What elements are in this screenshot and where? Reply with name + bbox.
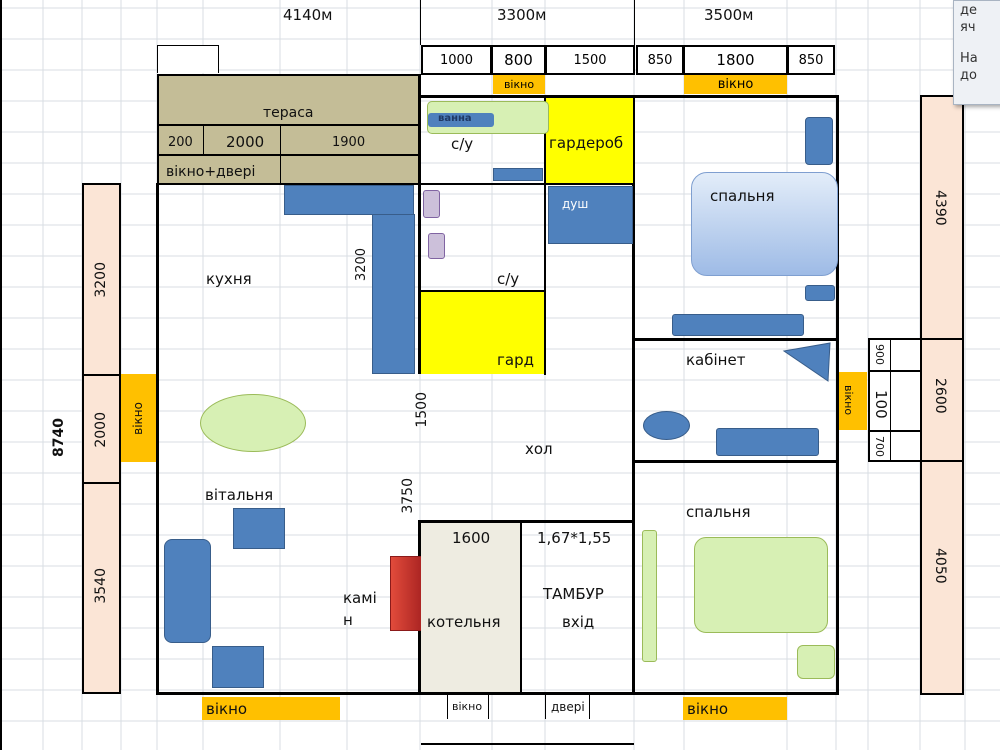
wardrobe-small-label: гард	[497, 351, 534, 369]
window-right-label: вікно	[842, 385, 855, 416]
dining-table	[200, 394, 306, 452]
study-chair	[643, 411, 690, 440]
boiler-room	[421, 523, 520, 692]
dim-right-3: 4050	[932, 548, 948, 584]
living-dim: 3750	[400, 478, 416, 514]
dim-sub-4: 850	[636, 45, 684, 75]
toilet-2	[428, 233, 445, 259]
dresser-1	[672, 314, 804, 336]
window-bottom-right	[683, 697, 787, 720]
window-top-right: вікно	[684, 75, 787, 94]
dim-right-small-2: 100	[872, 390, 890, 419]
terrace-dim-2: 2000	[226, 133, 265, 151]
dim-sub-1: 1000	[421, 45, 492, 75]
dim-right-2: 2600	[932, 378, 948, 414]
terrace-dim-1: 200	[168, 135, 193, 150]
dim-right-col	[920, 95, 964, 695]
toilet-1	[423, 190, 440, 218]
dim-right-small-1: 900	[873, 344, 886, 365]
wardrobe-bed2	[642, 530, 657, 662]
dim-left-col	[82, 183, 121, 694]
dim-sub-6: 850	[787, 45, 835, 75]
nightstand-2	[805, 285, 835, 301]
comment-note: де яч На до	[953, 0, 1000, 105]
window-left	[121, 374, 156, 462]
dim-sub-3: 1500	[545, 45, 635, 75]
wc1-counter	[493, 168, 543, 181]
terrace-window-door: вікно+двері	[166, 164, 256, 180]
terrace-dim-3: 1900	[332, 135, 366, 150]
dim-top-1: 4140м	[283, 6, 333, 24]
fireplace-label: камі н	[343, 589, 377, 629]
shower	[548, 186, 633, 244]
wardrobe-label: гардероб	[549, 134, 624, 152]
window-left-label: вікно	[131, 402, 145, 435]
kitchen-label: кухня	[206, 270, 252, 288]
wc2-label: с/у	[497, 270, 520, 288]
entrance-label: вхід	[562, 613, 595, 631]
terrace-label: тераса	[263, 105, 314, 121]
wardrobe-small	[421, 292, 544, 374]
bed-1	[691, 172, 838, 276]
window-bottom-mid: вікно	[452, 700, 483, 713]
dim-left-3: 3540	[93, 568, 109, 604]
bed-2	[694, 537, 828, 633]
dim-right-small-3: 700	[873, 436, 886, 457]
wardrobe	[546, 98, 633, 183]
dim-left-2: 2000	[93, 412, 109, 448]
dim-right-small	[868, 338, 920, 462]
study-desk	[716, 428, 819, 456]
shower-label: душ	[562, 197, 589, 211]
sofa	[164, 539, 211, 643]
dim-sub-5: 1800	[683, 45, 788, 75]
window-top-left: вікно	[493, 75, 545, 94]
boiler-dim: 1600	[452, 529, 491, 547]
dim-sub-2: 800	[491, 45, 546, 75]
bedroom2-label: спальня	[686, 503, 751, 521]
dim-right-1: 4390	[932, 190, 948, 226]
vestibule-label: ТАМБУР	[543, 585, 604, 603]
hall-dim: 1500	[414, 392, 430, 428]
kitchen-counter-top	[284, 185, 414, 215]
boiler-label: котельня	[427, 613, 501, 631]
dim-top-3: 3500м	[704, 6, 754, 24]
kitchen-counter-side	[372, 214, 415, 374]
window-bottom-left	[202, 697, 340, 720]
vestibule-dim: 1,67*1,55	[537, 529, 612, 547]
study-lamp	[782, 342, 831, 382]
wc1-label: с/у	[451, 135, 474, 153]
door-bottom: двері	[551, 700, 585, 714]
study-label: кабінет	[686, 351, 746, 369]
dim-left-total: 8740	[51, 418, 67, 457]
hall-label: хол	[525, 440, 553, 458]
nightstand-3	[797, 645, 835, 679]
coffee-table	[212, 646, 264, 688]
nightstand-1	[805, 117, 833, 165]
bathtub-label: ванна	[438, 113, 472, 124]
living-label: вітальня	[205, 486, 274, 504]
window-right	[836, 372, 867, 430]
armchair	[233, 508, 285, 549]
kitchen-wall-dim: 3200	[354, 248, 369, 282]
dim-left-1: 3200	[93, 262, 109, 298]
dim-top-2: 3300м	[497, 6, 547, 24]
